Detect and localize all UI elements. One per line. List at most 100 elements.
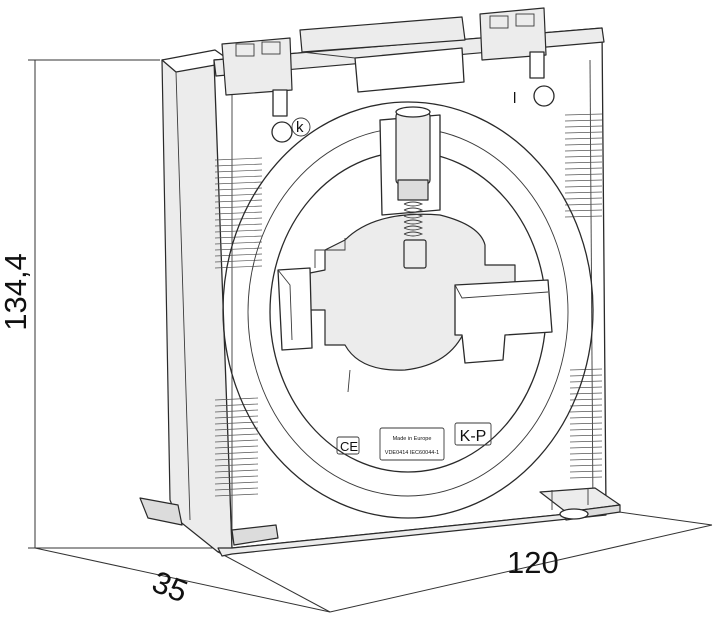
- cooling-rib: [569, 374, 603, 377]
- cooling-rib: [564, 155, 603, 158]
- cooling-rib: [214, 481, 259, 485]
- cooling-rib: [214, 229, 263, 233]
- clamp-sleeve-top: [395, 106, 431, 118]
- depth-base-line: [34, 547, 331, 613]
- terminal-right-housing: [479, 7, 547, 61]
- spring-coil: [403, 231, 424, 237]
- clamp-foot: [403, 239, 427, 269]
- housing-base: [217, 487, 621, 557]
- terminal-left-housing: [221, 37, 293, 96]
- width-extension: [604, 509, 713, 526]
- cooling-rib: [564, 149, 603, 152]
- cooling-rib: [214, 451, 259, 455]
- spring-coil: [403, 207, 424, 213]
- terminal-k-label: k: [296, 119, 304, 136]
- cooling-rib: [214, 211, 263, 215]
- base-notch: [231, 524, 279, 546]
- made-in-label: Made in Europe: [393, 436, 432, 442]
- ribs-left-upper: [214, 157, 263, 269]
- cooling-rib: [214, 439, 259, 443]
- cooling-rib: [569, 404, 603, 407]
- terminal-block-right: l: [479, 7, 555, 107]
- cooling-rib: [214, 157, 263, 161]
- clamp-spring: [403, 201, 424, 237]
- cooling-rib: [564, 179, 603, 182]
- base-strip: [217, 509, 607, 557]
- clamp-screw-assembly: [379, 106, 441, 269]
- cooling-rib: [214, 187, 263, 191]
- window-step-left: [314, 238, 346, 268]
- cooling-rib: [214, 469, 259, 473]
- cooling-rib: [214, 427, 259, 431]
- cooling-rib: [569, 380, 603, 383]
- cooling-rib: [214, 253, 263, 257]
- cooling-rib: [214, 205, 263, 209]
- dimension-height: 134,4: [0, 59, 218, 549]
- cooling-rib: [214, 421, 259, 425]
- standard-label: VDE0414 IEC60044-1: [385, 450, 439, 456]
- cooling-rib: [569, 428, 603, 431]
- ring-outer-edge: [222, 101, 594, 519]
- cooling-rib: [569, 470, 603, 473]
- cooling-rib: [569, 476, 603, 479]
- cooling-rib: [569, 440, 603, 443]
- ribs-right-upper: [564, 113, 603, 218]
- depth-label: 35: [147, 564, 192, 609]
- cooling-rib: [214, 409, 259, 413]
- cooling-rib: [564, 215, 603, 218]
- terminal-left-tab: [272, 89, 288, 117]
- cooling-rib: [214, 457, 259, 461]
- terminal-left-screw-slot-2: [261, 41, 281, 55]
- cooling-rib: [214, 169, 263, 173]
- side-edge: [175, 71, 191, 521]
- busbar-slot-left-inner: [277, 269, 293, 341]
- width-dimension-line: [329, 524, 713, 613]
- top-clip-edge: [301, 51, 356, 59]
- cooling-rib: [564, 203, 603, 206]
- cooling-rib: [214, 415, 259, 419]
- cooling-rib: [569, 422, 603, 425]
- terminal-right-screw-slot-2: [515, 13, 535, 27]
- cooling-rib: [564, 119, 603, 122]
- conductor-window: [277, 213, 553, 393]
- mounting-foot-left: [139, 497, 183, 526]
- terminal-right-screw-slot-1: [489, 15, 509, 29]
- cooling-rib: [564, 161, 603, 164]
- cooling-rib: [214, 463, 259, 467]
- width-label: 120: [507, 545, 559, 580]
- terminal-right-screw: [533, 85, 555, 107]
- cooling-rib: [569, 452, 603, 455]
- cooling-rib: [564, 125, 603, 128]
- cooling-rib: [214, 475, 259, 479]
- terminal-right-tab: [529, 51, 545, 79]
- cooling-rib: [569, 434, 603, 437]
- top-clip-body: [299, 16, 466, 53]
- cooling-rib: [214, 175, 263, 179]
- spring-coil: [403, 213, 424, 219]
- cooling-rib: [569, 386, 603, 389]
- cooling-rib: [569, 410, 603, 413]
- cooling-rib: [564, 167, 603, 170]
- rating-plate: [379, 427, 445, 461]
- cooling-rib: [569, 446, 603, 449]
- cooling-rib: [214, 493, 259, 497]
- cooling-rib: [214, 241, 263, 245]
- cooling-rib: [214, 265, 263, 269]
- cooling-rib: [564, 113, 603, 116]
- dimension-width: 120: [329, 509, 713, 613]
- busbar-slot-right: [454, 279, 553, 364]
- depth-extension: [217, 551, 331, 613]
- ribs-right-lower: [569, 368, 603, 479]
- cooling-rib: [214, 181, 263, 185]
- cooling-rib: [569, 392, 603, 395]
- cooling-rib: [569, 416, 603, 419]
- top-clip-latch: [354, 47, 465, 93]
- housing-side: [139, 49, 233, 553]
- cooling-rib: [569, 368, 603, 371]
- ce-mark: CE: [340, 439, 358, 454]
- ribs-left-lower: [214, 397, 259, 497]
- cooling-rib: [569, 464, 603, 467]
- height-label: 134,4: [0, 253, 33, 331]
